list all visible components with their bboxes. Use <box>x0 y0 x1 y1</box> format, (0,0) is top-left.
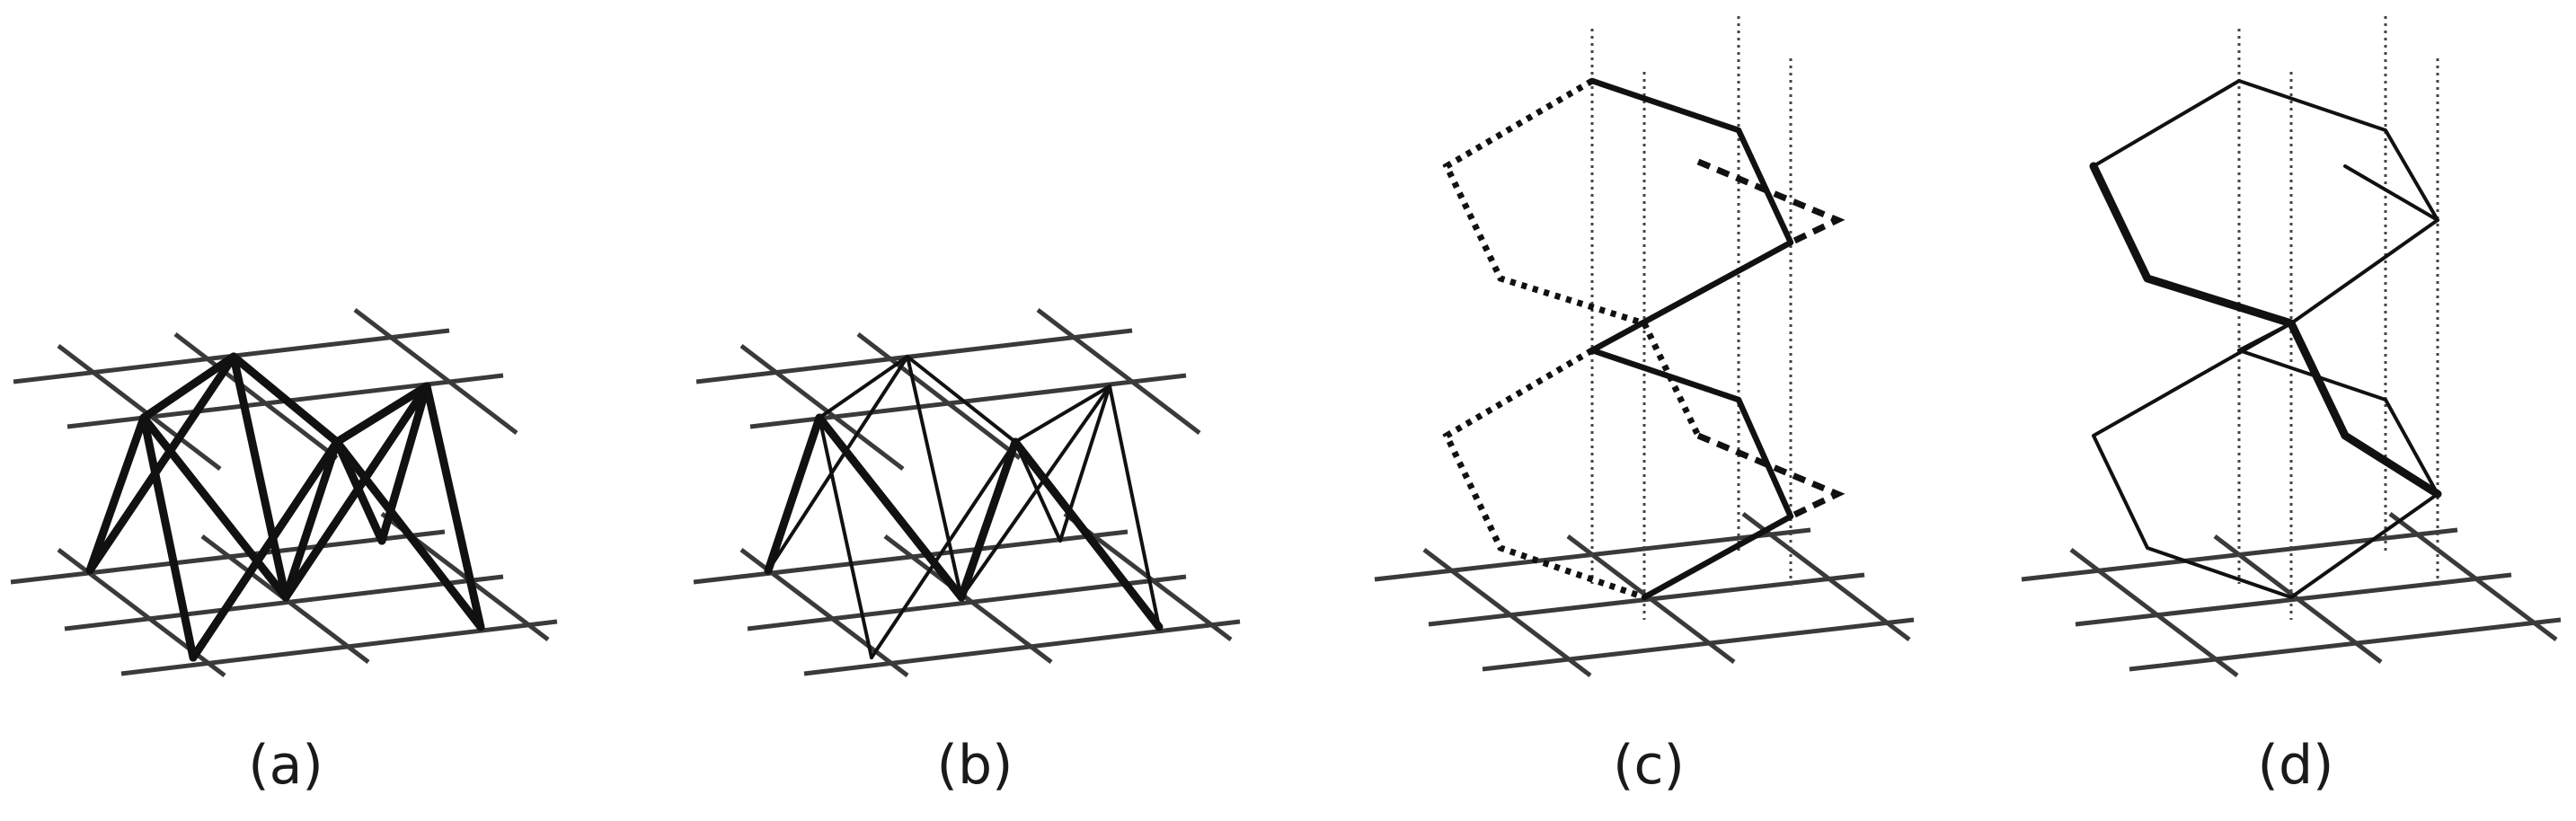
panel-b-edges <box>764 355 1164 659</box>
panel-c-edges <box>1442 77 1846 601</box>
panel-d-label: (d) <box>2258 734 2334 797</box>
panel-d-edges <box>2089 79 2442 599</box>
panel-b-label: (b) <box>937 734 1014 797</box>
panel-a-edges <box>85 352 485 662</box>
panel-a: (a) <box>10 308 558 797</box>
panel-c-vertical-axes <box>1590 16 1793 620</box>
panel-d: (d) <box>2021 16 2562 797</box>
panel-d-vertical-axes <box>2237 16 2439 620</box>
panel-a-label: (a) <box>248 734 323 797</box>
panel-d-bottom-grid <box>2021 512 2562 677</box>
panel-b: (b) <box>693 308 1241 797</box>
panel-c: (c) <box>1374 16 1915 797</box>
panel-c-label: (c) <box>1613 734 1685 797</box>
